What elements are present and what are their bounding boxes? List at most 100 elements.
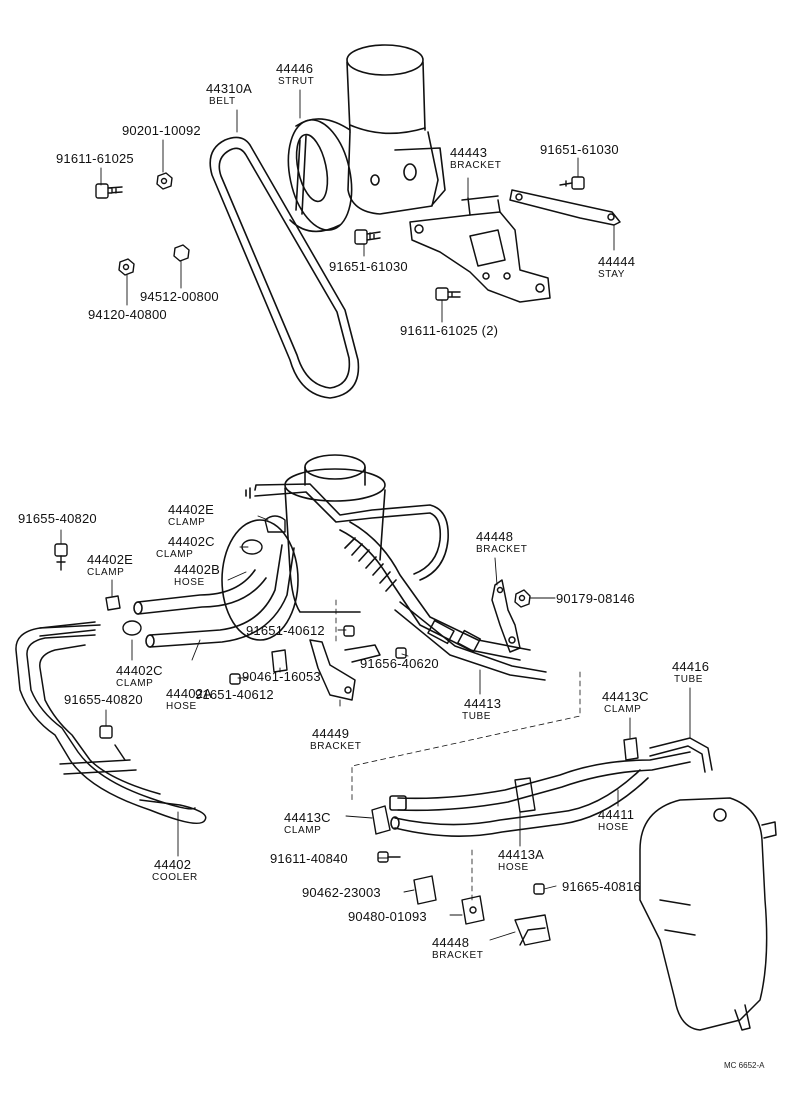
clamp-44402E-upper xyxy=(264,515,286,533)
drive-belt-44310A xyxy=(209,136,360,399)
oil-cooler-44402 xyxy=(15,621,207,825)
tube2-part-name: TUBE xyxy=(674,674,704,685)
hose-b-part-name: HOSE xyxy=(174,577,205,588)
hose-13a-part-number: 44413A xyxy=(498,847,545,862)
bolt-91651-61030-b xyxy=(559,176,585,190)
bolt-91665-40816 xyxy=(533,883,545,895)
hose-44411 xyxy=(389,751,691,812)
bracket-r-part-name: BRACKET xyxy=(476,544,528,555)
belt-part-name: BELT xyxy=(209,96,236,107)
part-91655-40820-a: 91655-40820 xyxy=(18,511,97,526)
tube-part-number: 44413 xyxy=(464,696,502,711)
hose-a-part-name: HOSE xyxy=(166,701,197,712)
tube2-part-number: 44416 xyxy=(672,659,710,674)
part-91651-40612-a: 91651-40612 xyxy=(246,623,325,638)
hose-11-part-number: 44411 xyxy=(598,807,635,822)
dashed-reference-lines xyxy=(335,599,581,901)
bracket-top-part-number: 44443 xyxy=(450,145,488,160)
clamp-e2-part-name: CLAMP xyxy=(87,567,125,578)
bolt-91611-61025-b xyxy=(435,287,461,301)
part-91611-61025-b: 91611-61025 (2) xyxy=(400,323,499,338)
hose-44402B xyxy=(133,569,267,615)
hose-b-part-number: 44402B xyxy=(174,562,221,577)
bracket-90480-01093 xyxy=(461,895,485,925)
bolt-91651-40612-a xyxy=(343,625,355,637)
clamp-c1-part-number: 44402C xyxy=(168,534,215,549)
part-91651-40612-b: 91651-40612 xyxy=(195,687,274,702)
strut-part-number: 44446 xyxy=(276,61,314,76)
plate-90462-23003 xyxy=(413,875,437,905)
clamp-e2-part-number: 44402E xyxy=(87,552,134,567)
steering-gear-box xyxy=(639,797,777,1031)
nut-90201-10092 xyxy=(156,172,173,190)
stay-part-number: 44444 xyxy=(598,254,636,269)
pump-reservoir-bottom xyxy=(221,454,386,641)
stay-part-name: STAY xyxy=(598,269,626,280)
pump-reservoir-top xyxy=(346,44,446,215)
part-91656-40620: 91656-40620 xyxy=(360,656,439,671)
bolt-91611-40840 xyxy=(377,851,401,863)
hose-13a-part-name: HOSE xyxy=(498,862,529,873)
bracket-b-part-name: BRACKET xyxy=(432,950,484,961)
part-90201-10092: 90201-10092 xyxy=(122,123,201,138)
part-91651-61030-b: 91651-61030 xyxy=(540,142,619,157)
bracket-44449 xyxy=(309,639,381,701)
bracket-44443 xyxy=(409,195,551,303)
clamp-13c-right-part-name: CLAMP xyxy=(604,704,642,715)
clamp-13c-left-part-number: 44413C xyxy=(284,810,331,825)
bracket-44448-bottom xyxy=(514,914,551,946)
part-91611-61025-a: 91611-61025 xyxy=(56,151,134,166)
belt-part-number: 44310A xyxy=(206,81,253,96)
diagram-code: MC 6652-A xyxy=(724,1061,765,1070)
bracket-top-part-name: BRACKET xyxy=(450,160,502,171)
part-91655-40820-b: 91655-40820 xyxy=(64,692,143,707)
bracket-m-part-number: 44449 xyxy=(312,726,350,741)
hose-44402A xyxy=(145,544,295,648)
nut-90179-08146 xyxy=(514,589,531,608)
nut-94512-00800 xyxy=(173,244,190,262)
bolt-91651-40612-b xyxy=(229,673,241,685)
strut-part-name: STRUT xyxy=(278,76,315,87)
leader-lines-bottom xyxy=(60,515,691,941)
clamp-44402E-lower xyxy=(105,595,121,611)
clamp-44413A-middle xyxy=(514,777,536,813)
part-91665-40816: 91665-40816 xyxy=(562,879,641,894)
clamp-c2-part-number: 44402C xyxy=(116,663,163,678)
clamp-13c-left-part-name: CLAMP xyxy=(284,825,322,836)
plate-90461-16053 xyxy=(271,649,288,673)
hose-11-part-name: HOSE xyxy=(598,822,629,833)
bolt-91611-61025-a xyxy=(95,183,123,199)
stay-44444 xyxy=(509,189,621,226)
bracket-m-part-name: BRACKET xyxy=(310,741,362,752)
part-94512-00800: 94512-00800 xyxy=(140,289,219,304)
part-91651-61030-a: 91651-61030 xyxy=(329,259,408,274)
bolt-91651-61030-a xyxy=(354,229,381,245)
part-94120-40800: 94120-40800 xyxy=(88,307,167,322)
clamp-44413C-left xyxy=(371,805,391,835)
bracket-b-part-number: 44448 xyxy=(432,935,470,950)
hose-44413A xyxy=(390,769,649,837)
cooler-part-number: 44402 xyxy=(154,857,192,872)
clamp-e1-part-name: CLAMP xyxy=(168,517,206,528)
return-pipe-upper xyxy=(245,483,449,581)
pump-pulley xyxy=(287,118,353,233)
tube-part-name: TUBE xyxy=(462,711,492,722)
clamp-44413C-right xyxy=(623,737,639,761)
bracket-r-part-number: 44448 xyxy=(476,529,514,544)
bolt-91655-40820-a xyxy=(54,543,68,571)
cooler-part-name: COOLER xyxy=(152,872,198,883)
part-90461-16053: 90461-16053 xyxy=(242,669,321,684)
bolt-91656-40620 xyxy=(395,647,407,659)
bracket-44448-right xyxy=(491,579,521,653)
clamp-44402C-lower xyxy=(122,620,142,636)
nut-94120-40800 xyxy=(118,258,135,276)
clamp-e1-part-number: 44402E xyxy=(168,502,215,517)
clamp-13c-right-part-number: 44413C xyxy=(602,689,649,704)
tube-44413 xyxy=(394,601,547,681)
hose-a-part-number: 44402A xyxy=(166,686,213,701)
tube-44416 xyxy=(649,737,713,773)
clamp-c2-part-name: CLAMP xyxy=(116,678,154,689)
part-91611-40840: 91611-40840 xyxy=(270,851,348,866)
